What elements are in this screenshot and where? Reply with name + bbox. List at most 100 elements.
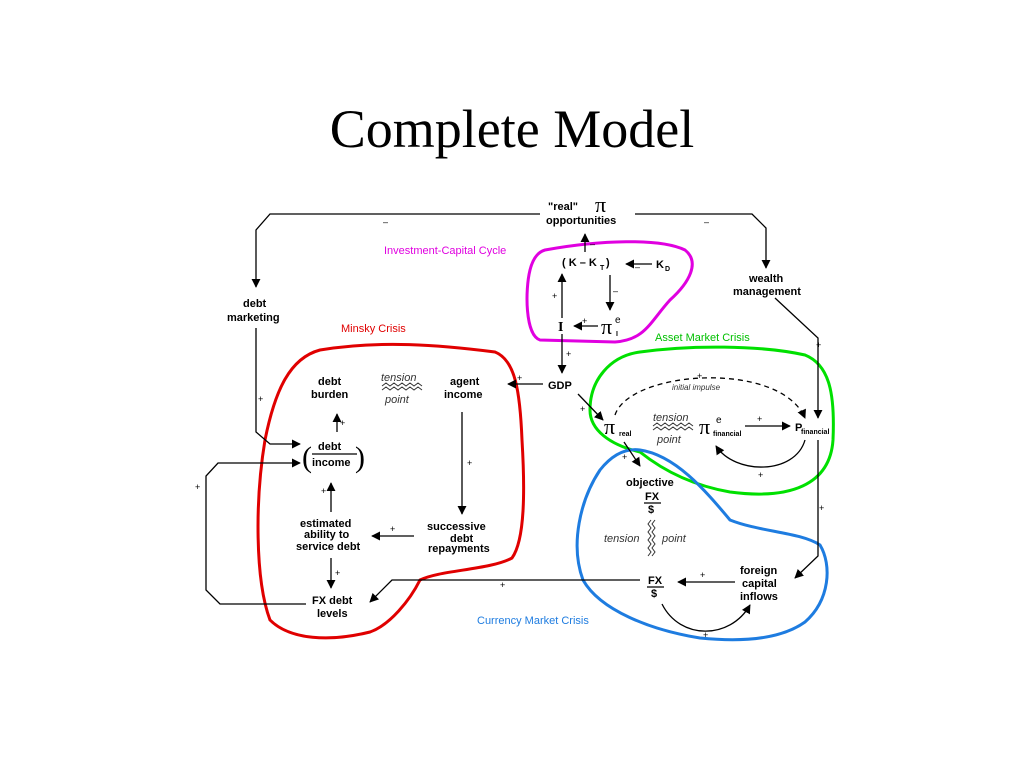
svg-text:opportunities: opportunities [546, 215, 616, 227]
svg-text:K: K [656, 259, 664, 271]
node-debt-income-ratio: ( debt income ) [302, 441, 365, 474]
slide-title: Complete Model [329, 99, 695, 159]
svg-text:debt: debt [450, 533, 474, 545]
node-investment: I [558, 320, 563, 335]
svg-text:FX: FX [645, 491, 660, 503]
svg-text:wealth: wealth [748, 273, 784, 285]
sign-plus: + [819, 503, 824, 513]
svg-text:( K – K: ( K – K [562, 257, 597, 269]
svg-text:income: income [444, 389, 483, 401]
node-objective-fx: objective FX $ [626, 477, 674, 516]
currency-market-crisis-outline [575, 448, 829, 642]
svg-text:I: I [616, 331, 618, 338]
tension-point-minsky: tension point [381, 372, 423, 406]
svg-text:P: P [795, 422, 802, 434]
svg-text:capital: capital [742, 578, 777, 590]
edge-gdp-to-pi-real [577, 393, 604, 421]
pi-symbol: π [595, 192, 606, 217]
svg-text:successive: successive [427, 521, 486, 533]
svg-text:tension: tension [381, 372, 416, 384]
svg-text:management: management [733, 286, 801, 298]
sign-plus: + [758, 470, 763, 480]
edge-opportunities-to-debt-marketing [251, 213, 540, 288]
svg-text:objective: objective [626, 477, 674, 489]
edge-fx-debt-to-debt-income [205, 458, 306, 605]
svg-text:$: $ [648, 504, 654, 516]
svg-text:repayments: repayments [428, 543, 490, 555]
svg-text:financial: financial [713, 431, 741, 438]
node-gdp: GDP [548, 380, 572, 392]
node-p-financial: P financial [795, 422, 829, 436]
svg-text:point: point [384, 394, 410, 406]
svg-text:D: D [665, 266, 670, 273]
sign-plus: + [340, 418, 345, 428]
svg-text:e: e [615, 315, 621, 326]
svg-text:income: income [312, 457, 351, 469]
node-foreign-capital: foreign capital inflows [740, 565, 778, 603]
sign-minus: – [590, 239, 595, 249]
svg-text:point: point [656, 434, 682, 446]
svg-text:tension: tension [653, 412, 688, 424]
zigzag-icon [652, 422, 694, 431]
edge-p-financial-loop [715, 439, 806, 468]
zigzag-icon [647, 519, 656, 557]
minsky-crisis-label: Minsky Crisis [341, 323, 406, 335]
sign-minus: – [383, 217, 388, 227]
node-real-opportunities: "real" π opportunities [546, 192, 616, 227]
svg-text:FX: FX [648, 575, 663, 587]
svg-text:financial: financial [801, 429, 829, 436]
sign-plus: + [258, 394, 263, 404]
sign-plus: + [622, 452, 627, 462]
svg-text:T: T [600, 265, 605, 272]
edge-opportunities-to-wealth-management [635, 213, 771, 269]
node-estimated-ability: estimated ability to service debt [296, 518, 361, 553]
svg-text:debt: debt [243, 298, 267, 310]
svg-text:e: e [716, 415, 722, 426]
sign-plus: + [335, 568, 340, 578]
svg-text:tension: tension [604, 533, 639, 545]
asset-market-crisis-outline [588, 345, 835, 496]
sign-plus: + [467, 458, 472, 468]
svg-text:FX debt: FX debt [312, 595, 353, 607]
asset-market-crisis-label: Asset Market Crisis [655, 332, 750, 344]
svg-text:ability to: ability to [304, 529, 350, 541]
sign-plus: + [757, 414, 762, 424]
node-debt-marketing: debt marketing [227, 298, 280, 324]
sign-plus: + [580, 404, 585, 414]
pi-symbol: π [601, 314, 612, 339]
node-agent-income: agent income [444, 376, 483, 401]
edge-fx-to-fx-debt-levels [369, 579, 640, 603]
sign-plus: + [500, 580, 505, 590]
sign-plus: + [697, 371, 702, 381]
svg-text:service debt: service debt [296, 541, 361, 553]
zigzag-icon [381, 382, 423, 391]
sign-plus: + [816, 340, 821, 350]
node-successive-debt: successive debt repayments [427, 521, 490, 555]
svg-text:foreign: foreign [740, 565, 778, 577]
sign-plus: + [517, 373, 522, 383]
edge-initial-impulse [614, 377, 806, 419]
initial-impulse-label: initial impulse [672, 383, 721, 392]
node-fx-debt-levels: FX debt levels [312, 595, 353, 620]
pi-symbol: π [604, 414, 615, 439]
tension-point-asset: tension point [652, 412, 694, 446]
minsky-crisis-outline [256, 342, 526, 640]
node-expected-profit: π e I [601, 314, 621, 339]
svg-text:(: ( [302, 441, 312, 474]
node-kd: K D [656, 259, 670, 273]
sign-plus: + [582, 316, 587, 326]
sign-minus: – [613, 286, 618, 296]
investment-capital-cycle-label: Investment-Capital Cycle [384, 245, 506, 257]
sign-minus: – [635, 262, 640, 272]
svg-text:$: $ [651, 588, 657, 600]
sign-minus: – [704, 217, 709, 227]
edge-wealth-to-p-financial [774, 297, 823, 419]
investment-capital-cycle-outline [525, 240, 694, 344]
edge-debt-marketing-to-debt-income [255, 328, 301, 449]
tension-point-currency: tension point [604, 519, 687, 557]
sign-plus: + [321, 486, 326, 496]
svg-text:"real": "real" [548, 201, 578, 213]
node-capital-gap: ( K – K T ) [562, 257, 610, 272]
node-pi-real: π real [604, 414, 632, 439]
